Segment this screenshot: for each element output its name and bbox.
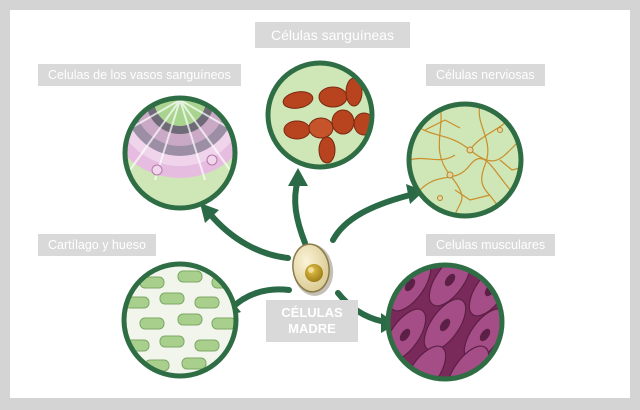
arrow-to-nerve-cells [330, 192, 413, 243]
stem-cells-label-line2: MADRE [288, 321, 336, 336]
vessel-cells-circle [122, 95, 238, 211]
stem-cells-label-line1: CÉLULAS [281, 305, 343, 320]
arrowhead-blood [288, 168, 308, 186]
label-nerve-cells: Células nerviosas [426, 64, 545, 86]
arrow-to-muscle-cells [335, 290, 388, 325]
arrowhead-vessel [200, 203, 219, 223]
stem-cells-label: CÉLULAS MADRE [266, 300, 358, 342]
nerve-cells-circle [406, 101, 524, 219]
stem-cell [292, 243, 334, 296]
label-cartilage: Cartílago y hueso [38, 234, 156, 256]
title-label: Células sanguíneas [255, 22, 410, 48]
blood-cells-circle [265, 60, 375, 170]
arrowhead-nerve [406, 184, 424, 204]
cartilage-circle [121, 261, 239, 379]
label-vessel-cells: Celulas de los vasos sanguíneos [38, 64, 241, 86]
muscle-cells-circle [385, 262, 505, 382]
arrow-to-blood-cells [292, 177, 308, 246]
arrow-to-vessel-cells [207, 211, 291, 261]
label-muscle-cells: Celulas musculares [426, 234, 556, 256]
